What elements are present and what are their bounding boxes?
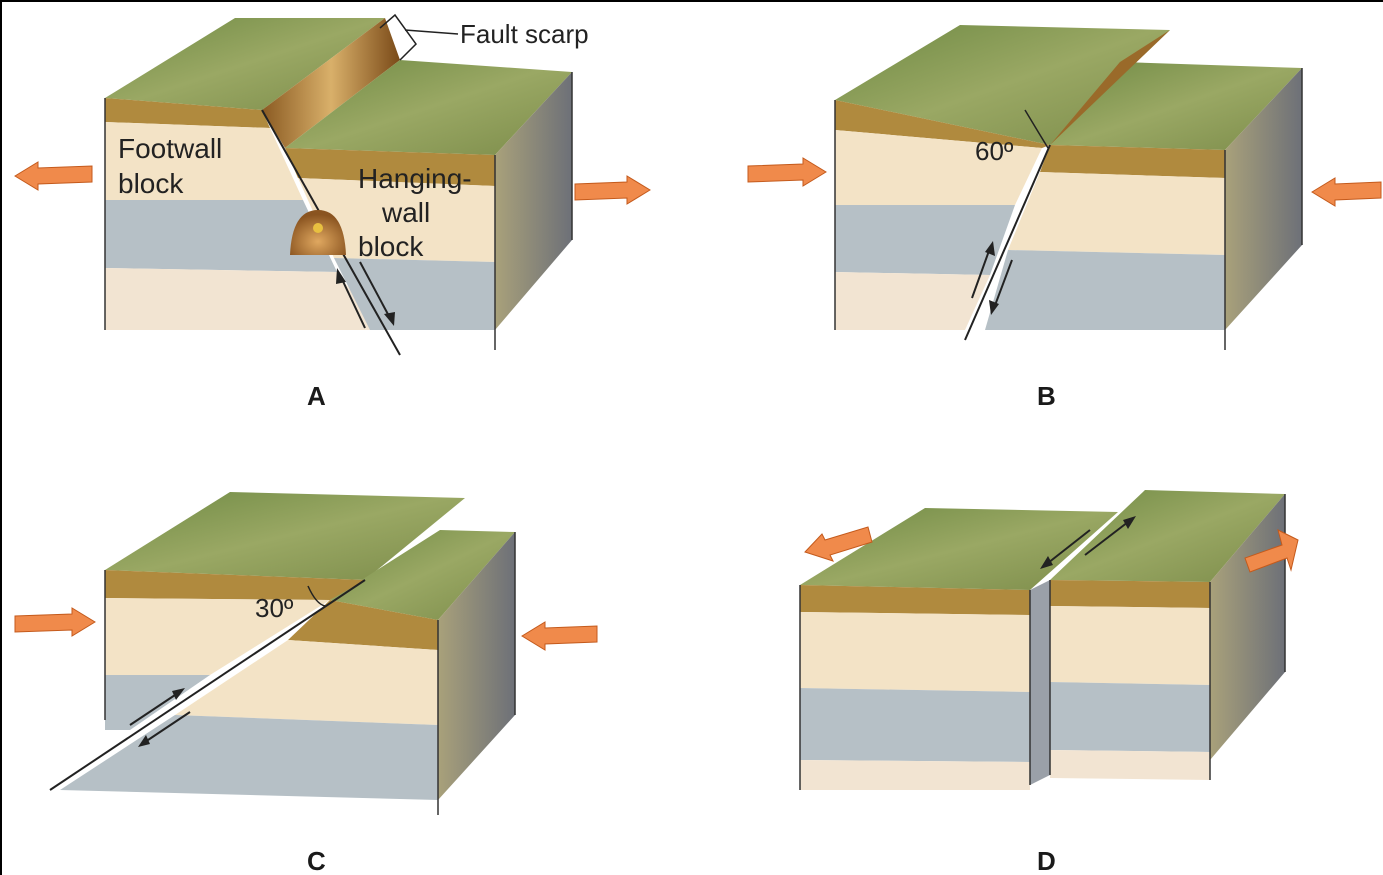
compression-arrow-left-c — [14, 607, 96, 637]
hanging-wall-label-line1: Hanging- — [358, 163, 472, 194]
d-right-sand — [1050, 606, 1210, 685]
d-right-soil — [1050, 580, 1210, 608]
b-scarp — [1050, 30, 1170, 145]
footwall-top — [105, 18, 385, 110]
slip-arrowhead-down-c — [138, 735, 150, 747]
d-right-base — [1050, 750, 1210, 780]
footwall-label-line2: block — [118, 168, 184, 199]
slip-arrow-right-d — [1084, 521, 1129, 556]
focus-point — [313, 223, 323, 233]
footwall-base — [105, 268, 380, 330]
d-gap — [1030, 580, 1050, 785]
compression-arrow-left-b — [747, 157, 827, 187]
motion-arrow-right-d — [1244, 529, 1299, 573]
panel-letter-c: C — [307, 846, 326, 875]
hw-sand — [298, 178, 495, 262]
panel-c: 30º C — [14, 492, 598, 875]
extension-arrow-right-a — [574, 175, 651, 205]
right-side-face — [495, 72, 572, 330]
slip-arrow-down-b — [993, 259, 1013, 309]
panel-letter-b: B — [1037, 381, 1056, 411]
compression-arrow-right-b — [1311, 177, 1382, 207]
fault-scarp-leader — [404, 29, 459, 35]
hanging-wall-label-line2: wall — [381, 197, 430, 228]
footwall-soil — [105, 98, 270, 128]
slip-arrowhead-down-a — [384, 312, 395, 326]
footwall-sand — [105, 122, 303, 200]
extension-arrow-left-a — [14, 161, 93, 191]
b-sand-left — [835, 130, 1042, 205]
slip-arrowhead-up-c — [172, 688, 185, 700]
panel-a: Fault scarp Footwall block Hanging- wall… — [14, 13, 651, 411]
fault-line-b — [964, 144, 1051, 341]
slip-arrowhead-up-a — [336, 268, 346, 284]
slip-arrow-left-d — [1047, 529, 1091, 564]
d-right-top — [1050, 490, 1285, 582]
hanging-wall-label-line3: block — [358, 231, 424, 262]
fault-line-c — [49, 579, 366, 791]
d-left-gray — [800, 688, 1030, 762]
footwall-gray — [105, 200, 337, 272]
b-hanging-top — [835, 25, 1170, 145]
c-footwall-top — [330, 530, 515, 620]
d-left-base — [800, 760, 1030, 790]
slip-arrow-down-c — [144, 711, 191, 743]
c-soil-left — [105, 570, 365, 600]
fault-scarp-label: Fault scarp — [460, 19, 589, 49]
b-soil-left — [835, 100, 1050, 148]
hw-soil — [285, 148, 495, 186]
b-gray-left — [835, 205, 1015, 275]
hanging-wall-top — [285, 60, 572, 155]
d-left-soil — [800, 585, 1030, 615]
c-right-side — [438, 532, 515, 800]
angle-label-b: 60º — [975, 136, 1014, 166]
d-left-top — [800, 508, 1118, 590]
b-soil-right — [1040, 145, 1225, 178]
slip-arrowhead-down-b — [989, 300, 999, 315]
slip-arrowhead-left-d — [1040, 556, 1053, 569]
panel-letter-a: A — [307, 381, 326, 411]
slip-arrowhead-up-b — [985, 241, 995, 256]
angle-arc-c — [307, 585, 326, 607]
hw-gray — [334, 258, 495, 330]
b-gray-right — [985, 250, 1225, 330]
fault-scarp-face — [262, 18, 400, 148]
angle-label-c: 30º — [255, 593, 294, 623]
c-soil-right — [288, 600, 438, 650]
slip-arrow-up-a — [339, 274, 366, 329]
b-sand-right — [1008, 172, 1225, 255]
panel-d: D — [799, 490, 1299, 875]
d-left-sand — [800, 612, 1030, 692]
c-sand-right — [175, 640, 438, 725]
c-sand-left — [105, 598, 330, 675]
footwall-label-line1: Footwall — [118, 133, 222, 164]
panel-b: 60º B — [747, 25, 1382, 411]
panel-letter-d: D — [1037, 846, 1056, 875]
slip-arrowhead-right-d — [1123, 516, 1136, 529]
slip-arrow-up-b — [971, 247, 991, 299]
slip-arrow-up-c — [129, 692, 179, 726]
b-right-side — [1225, 68, 1302, 330]
compression-arrow-right-c — [521, 621, 598, 651]
angle-arc-b — [1024, 109, 1049, 149]
motion-arrow-left-d — [804, 526, 873, 562]
slip-arrow-down-a — [359, 261, 391, 319]
c-hanging-top — [105, 492, 465, 580]
d-right-gray — [1050, 682, 1210, 752]
b-base-left — [835, 272, 990, 330]
